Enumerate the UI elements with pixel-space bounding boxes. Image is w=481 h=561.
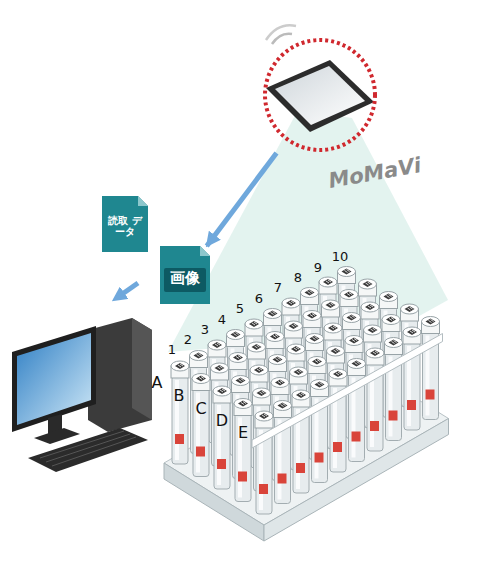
holder-band [252, 334, 443, 449]
scanner-callout: MoMaVi [262, 37, 378, 153]
scan-beam [168, 110, 448, 352]
file-label: 画像 [170, 270, 200, 287]
column-number: 4 [218, 312, 226, 327]
flow-arrow [207, 153, 277, 246]
dashed-circle [262, 37, 378, 153]
row-letter: A [152, 373, 163, 392]
sample-tube [422, 317, 440, 420]
column-number: 5 [236, 301, 244, 316]
column-number: 1 [168, 342, 176, 357]
data-file-icon: 画像 [160, 246, 210, 304]
sample-tube [192, 374, 210, 477]
tube-rack [164, 267, 449, 542]
sample-tube [292, 390, 310, 493]
sample-tube [329, 369, 347, 472]
sample-tube [274, 401, 292, 504]
row-letter: D [216, 411, 228, 430]
sample-tube [234, 399, 252, 502]
sample-tube [311, 380, 329, 483]
row-letter: C [195, 399, 206, 418]
column-number: 8 [294, 270, 302, 285]
column-number: 2 [184, 332, 192, 347]
column-number: 10 [332, 249, 349, 264]
column-number: 6 [255, 291, 263, 306]
column-number: 3 [201, 322, 209, 337]
column-number: 9 [314, 260, 322, 275]
column-number: 7 [274, 280, 282, 295]
sample-tube [403, 327, 421, 430]
row-letter: B [174, 386, 185, 405]
sample-tube [255, 411, 273, 514]
sample-tube [366, 348, 384, 451]
file-label: 読取 データ [106, 215, 144, 238]
row-letter: E [238, 423, 248, 442]
data-file-icon: 読取 データ [102, 196, 148, 252]
sample-tube [171, 361, 189, 464]
sample-tube [213, 386, 231, 489]
flow-arrow [118, 283, 138, 297]
computer [12, 318, 152, 472]
sample-tube [385, 338, 403, 441]
sample-tube [348, 359, 366, 462]
